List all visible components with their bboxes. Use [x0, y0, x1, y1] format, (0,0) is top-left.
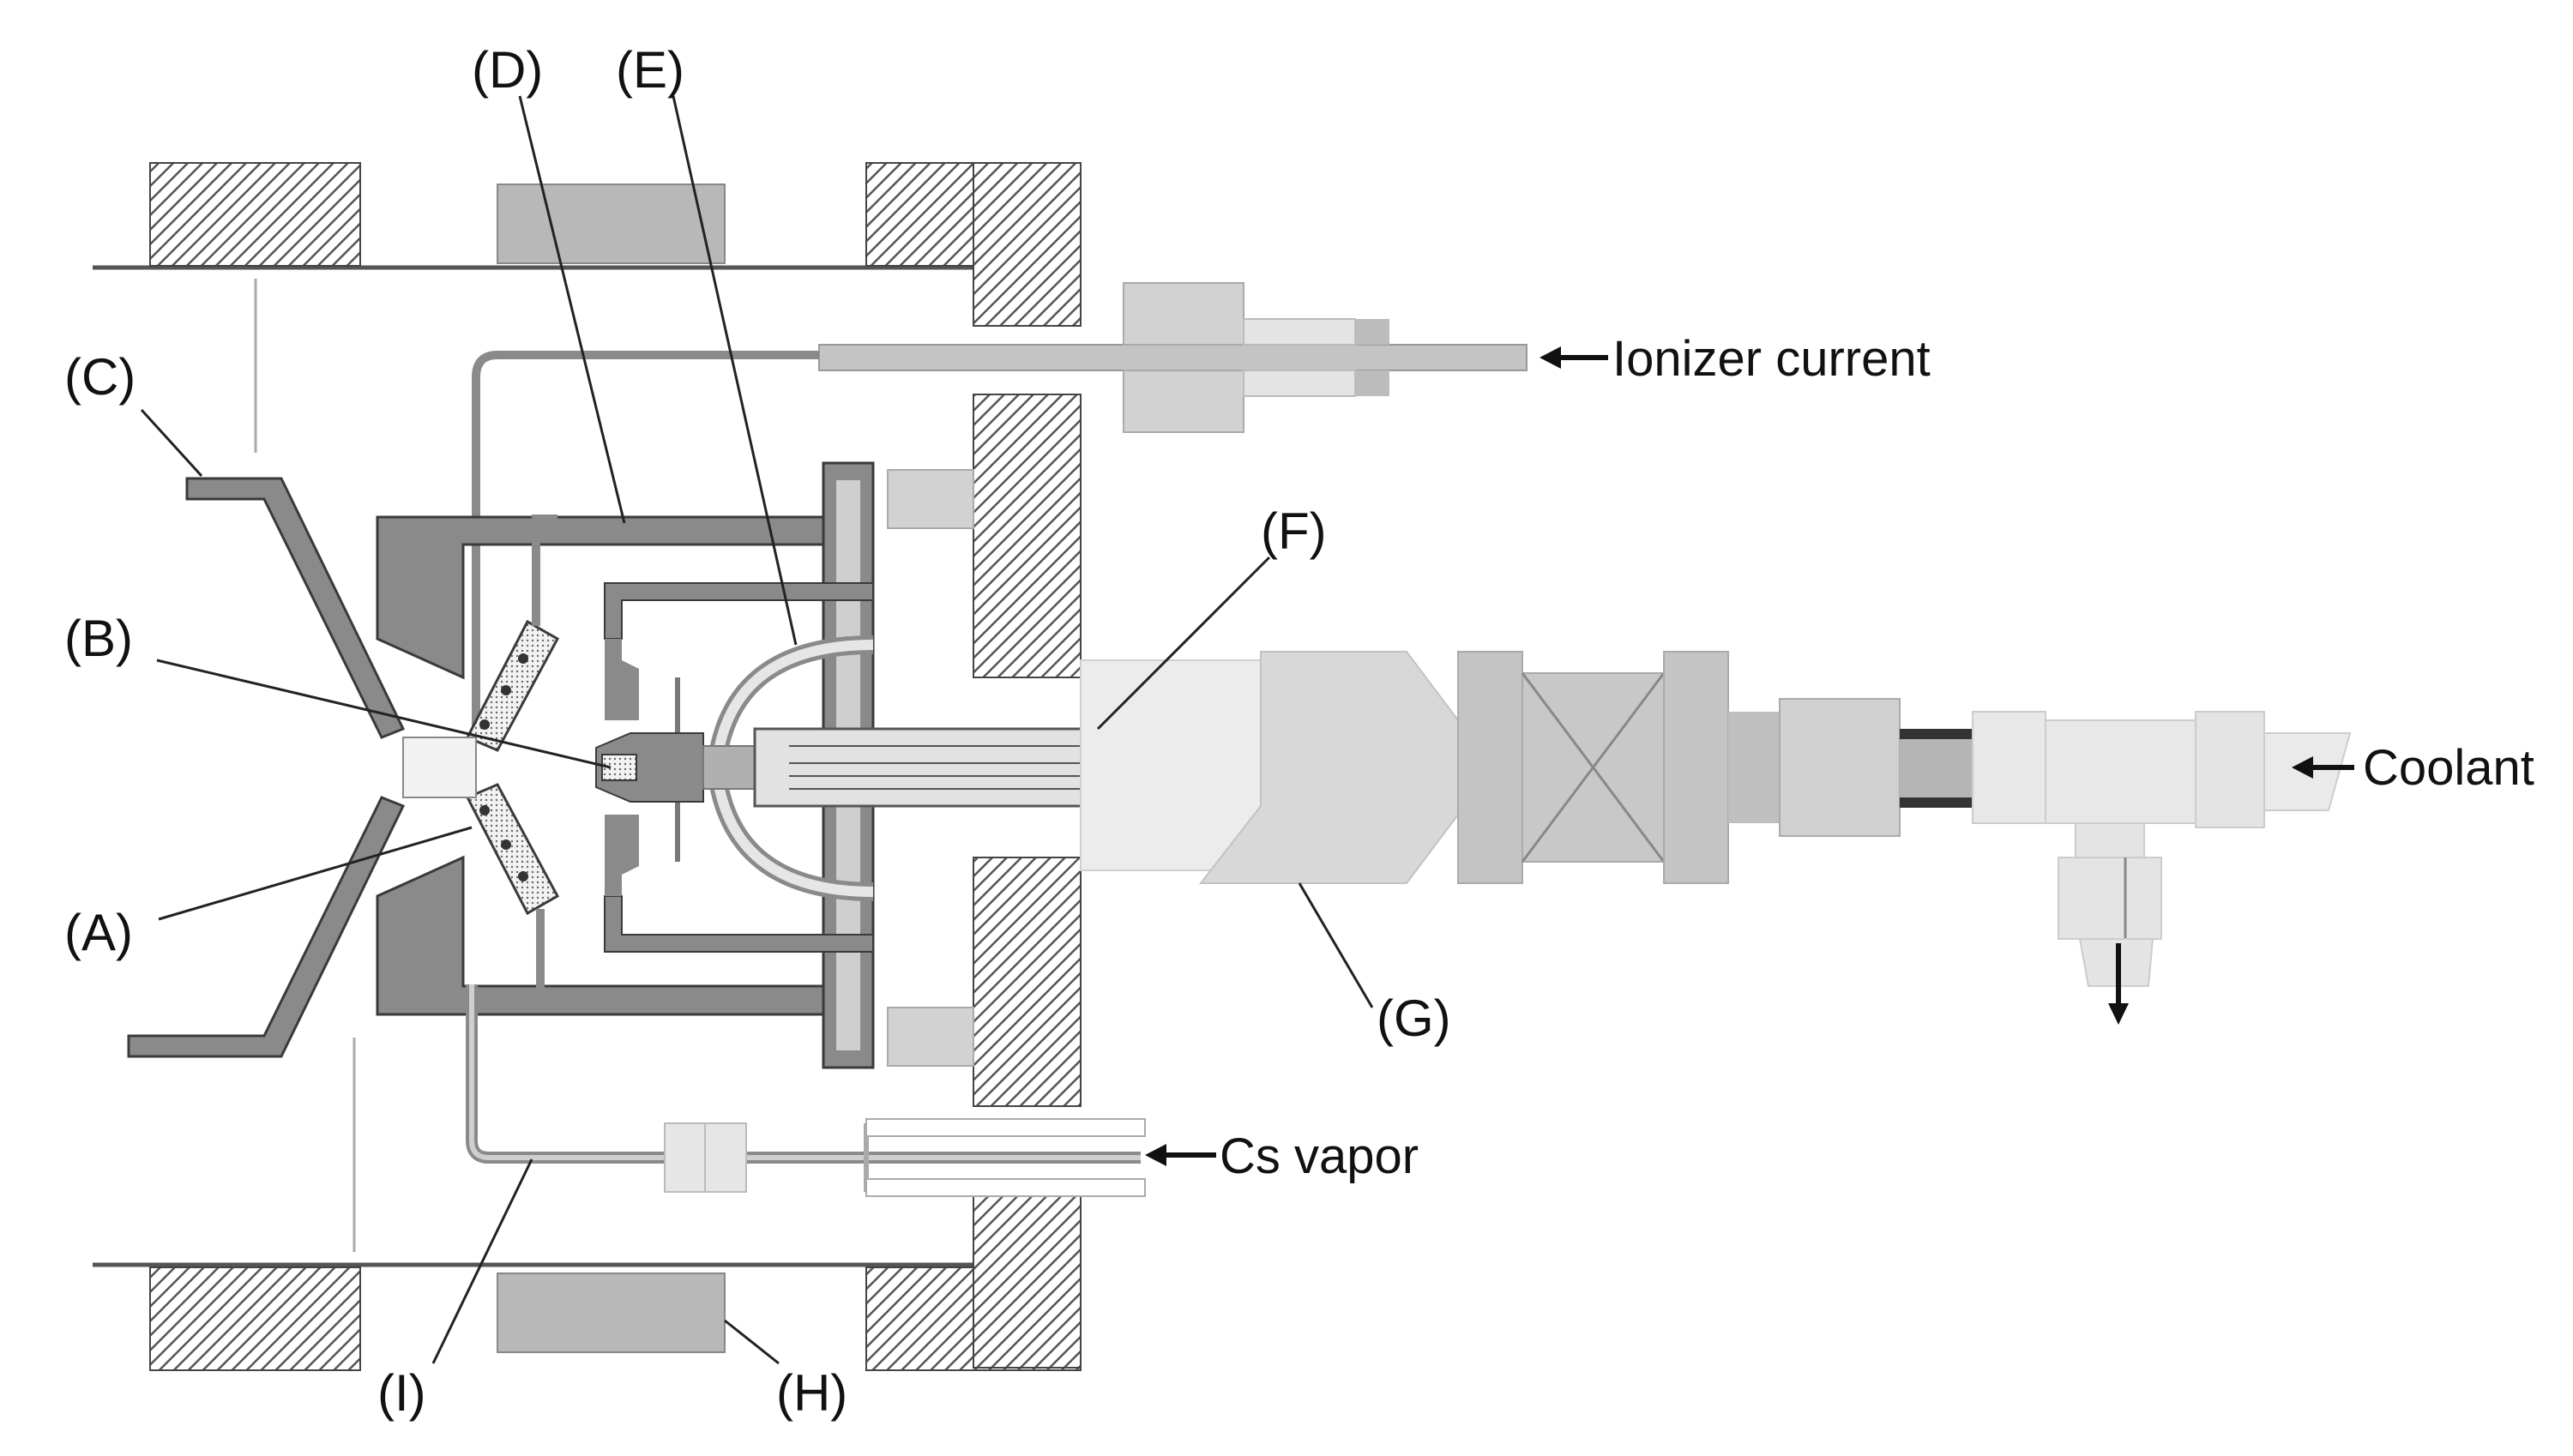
leader-line-e [672, 95, 798, 646]
ionizer-heater-lower [465, 783, 560, 995]
ionizer-current-feedthrough [472, 282, 1528, 737]
chamber-wall-top [93, 162, 1082, 270]
label-e: (E) [616, 41, 684, 99]
leader-line-a [158, 826, 473, 921]
chamber-wall-bottom [93, 1262, 1082, 1371]
ionizer-current-label: Ionizer current [1612, 331, 1931, 387]
label-g: (G) [1377, 990, 1451, 1047]
inner-housing [604, 582, 874, 953]
label-a: (A) [64, 904, 133, 961]
coolant-assembly [1457, 651, 2352, 1025]
leader-line-c [140, 408, 203, 478]
leader-line-g [1298, 882, 1374, 1008]
leader-line-d [518, 95, 626, 524]
label-h: (H) [776, 1364, 847, 1422]
extraction-cone [127, 477, 406, 1058]
leader-line-h [724, 1319, 780, 1365]
insulator-housing [1080, 651, 1459, 884]
cathode-tip [595, 732, 756, 803]
label-b: (B) [64, 610, 133, 667]
leader-line-f [1096, 556, 1271, 731]
ionizer-heater-upper [465, 514, 560, 752]
coolant-label: Coolant [2363, 740, 2534, 796]
cs-vapor-line [466, 984, 1146, 1197]
label-f: (F) [1261, 502, 1327, 560]
cs-vapor-label: Cs vapor [1220, 1128, 1419, 1184]
mounting-flange [887, 162, 1082, 1369]
label-c: (C) [64, 348, 136, 406]
leader-line-b [156, 659, 612, 769]
label-d: (D) [472, 41, 543, 99]
label-i: (I) [377, 1364, 426, 1422]
leader-line-i [431, 1158, 533, 1364]
